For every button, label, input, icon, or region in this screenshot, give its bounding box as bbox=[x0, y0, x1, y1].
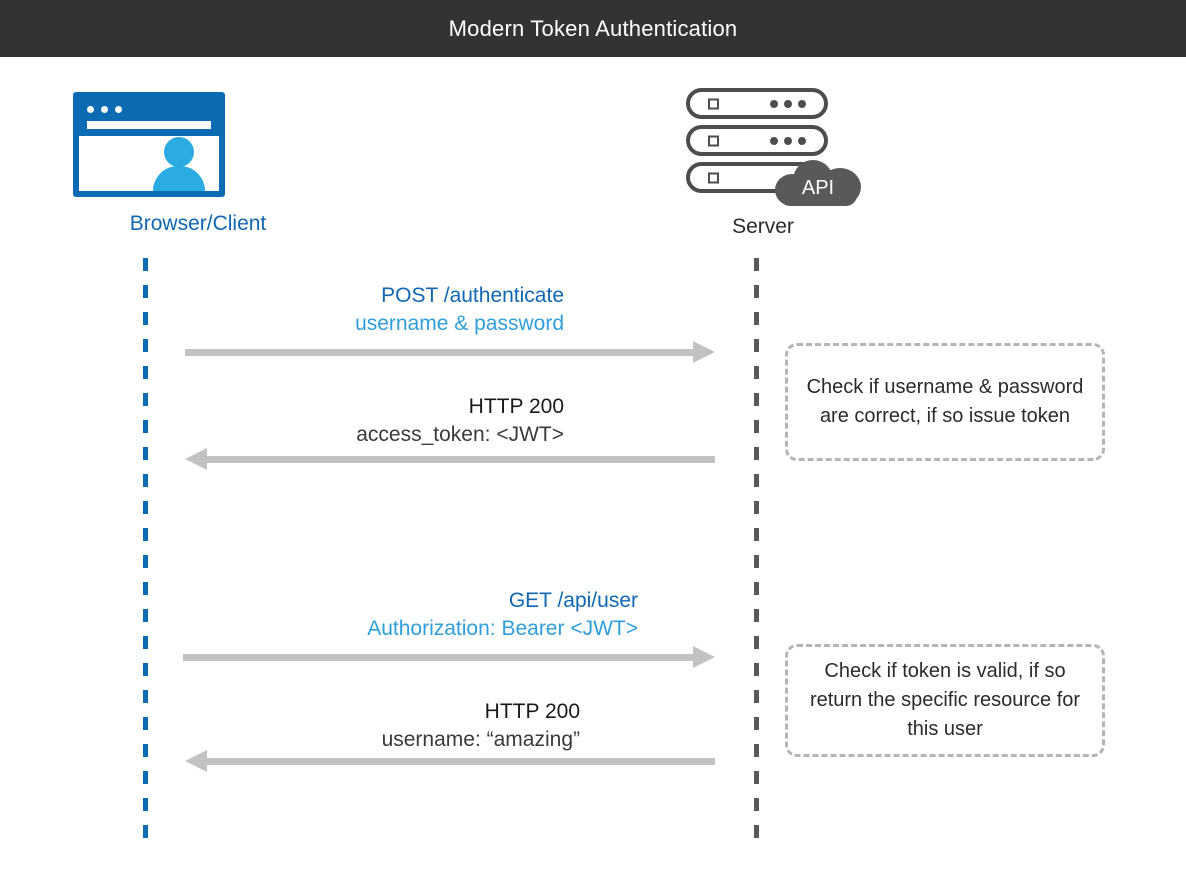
arrow-m3-request bbox=[183, 646, 715, 668]
rack-dots-icon bbox=[770, 99, 806, 108]
avatar-head bbox=[164, 137, 194, 167]
note-text: Check if token is valid, if so return th… bbox=[809, 660, 1081, 740]
browser-dot bbox=[87, 106, 94, 113]
page-title: Modern Token Authentication bbox=[448, 15, 738, 41]
rack-dot bbox=[784, 99, 792, 108]
browser-dot bbox=[115, 106, 122, 113]
browser-window-icon bbox=[73, 92, 225, 197]
rack-dot bbox=[784, 136, 792, 145]
rack-dot bbox=[770, 136, 778, 145]
message-label-m1: POST /authenticate username & password bbox=[180, 282, 564, 338]
arrow-m4-response bbox=[185, 750, 715, 772]
rack-dot bbox=[798, 136, 806, 145]
browser-dot bbox=[101, 106, 108, 113]
cloud-base bbox=[779, 184, 857, 206]
api-badge-label: API bbox=[801, 177, 835, 199]
message-line2: username: “amazing” bbox=[381, 727, 580, 751]
browser-titlebar bbox=[79, 98, 219, 136]
arrow-head-right-icon bbox=[693, 341, 715, 363]
rack-led-square-icon bbox=[708, 135, 719, 146]
message-line2: access_token: <JWT> bbox=[356, 422, 564, 446]
title-bar: Modern Token Authentication bbox=[0, 0, 1186, 57]
message-label-m3: GET /api/user Authorization: Bearer <JWT… bbox=[180, 587, 638, 643]
rack-dot bbox=[798, 99, 806, 108]
message-label-m2: HTTP 200 access_token: <JWT> bbox=[180, 393, 564, 449]
message-line2: username & password bbox=[355, 311, 564, 335]
arrow-head-right-icon bbox=[693, 646, 715, 668]
arrow-head-left-icon bbox=[185, 750, 207, 772]
rack-dot bbox=[770, 99, 778, 108]
arrow-shaft bbox=[185, 349, 693, 356]
message-line1: HTTP 200 bbox=[468, 395, 564, 418]
api-cloud-icon: API bbox=[775, 160, 861, 206]
message-line1: GET /api/user bbox=[508, 589, 638, 612]
arrow-m2-response bbox=[185, 448, 715, 470]
actor-label-server: Server bbox=[732, 215, 794, 238]
avatar-body bbox=[153, 166, 205, 191]
note-box-2: Check if token is valid, if so return th… bbox=[785, 644, 1105, 757]
actor-label-client: Browser/Client bbox=[129, 212, 267, 235]
message-line1: HTTP 200 bbox=[484, 700, 580, 723]
note-text: Check if username & password are correct… bbox=[806, 376, 1084, 427]
arrow-head-left-icon bbox=[185, 448, 207, 470]
lifeline-client bbox=[143, 258, 148, 853]
lifeline-server bbox=[754, 258, 759, 853]
rack-led-square-icon bbox=[708, 172, 719, 183]
note-box-1: Check if username & password are correct… bbox=[785, 343, 1105, 461]
browser-url-bar bbox=[87, 121, 211, 129]
arrow-shaft bbox=[207, 758, 715, 765]
rack-led-square-icon bbox=[708, 98, 719, 109]
rack-dots-icon bbox=[770, 136, 806, 145]
server-rack-unit bbox=[686, 125, 828, 156]
arrow-shaft bbox=[207, 456, 715, 463]
message-line1: POST /authenticate bbox=[381, 284, 564, 307]
message-line2: Authorization: Bearer <JWT> bbox=[367, 616, 638, 640]
message-label-m4: HTTP 200 username: “amazing” bbox=[180, 698, 580, 754]
browser-dots-icon bbox=[87, 106, 122, 113]
arrow-shaft bbox=[183, 654, 693, 661]
server-rack-icon: API bbox=[686, 88, 861, 206]
server-rack-unit bbox=[686, 88, 828, 119]
arrow-m1-request bbox=[185, 341, 715, 363]
user-avatar-icon bbox=[153, 137, 205, 191]
